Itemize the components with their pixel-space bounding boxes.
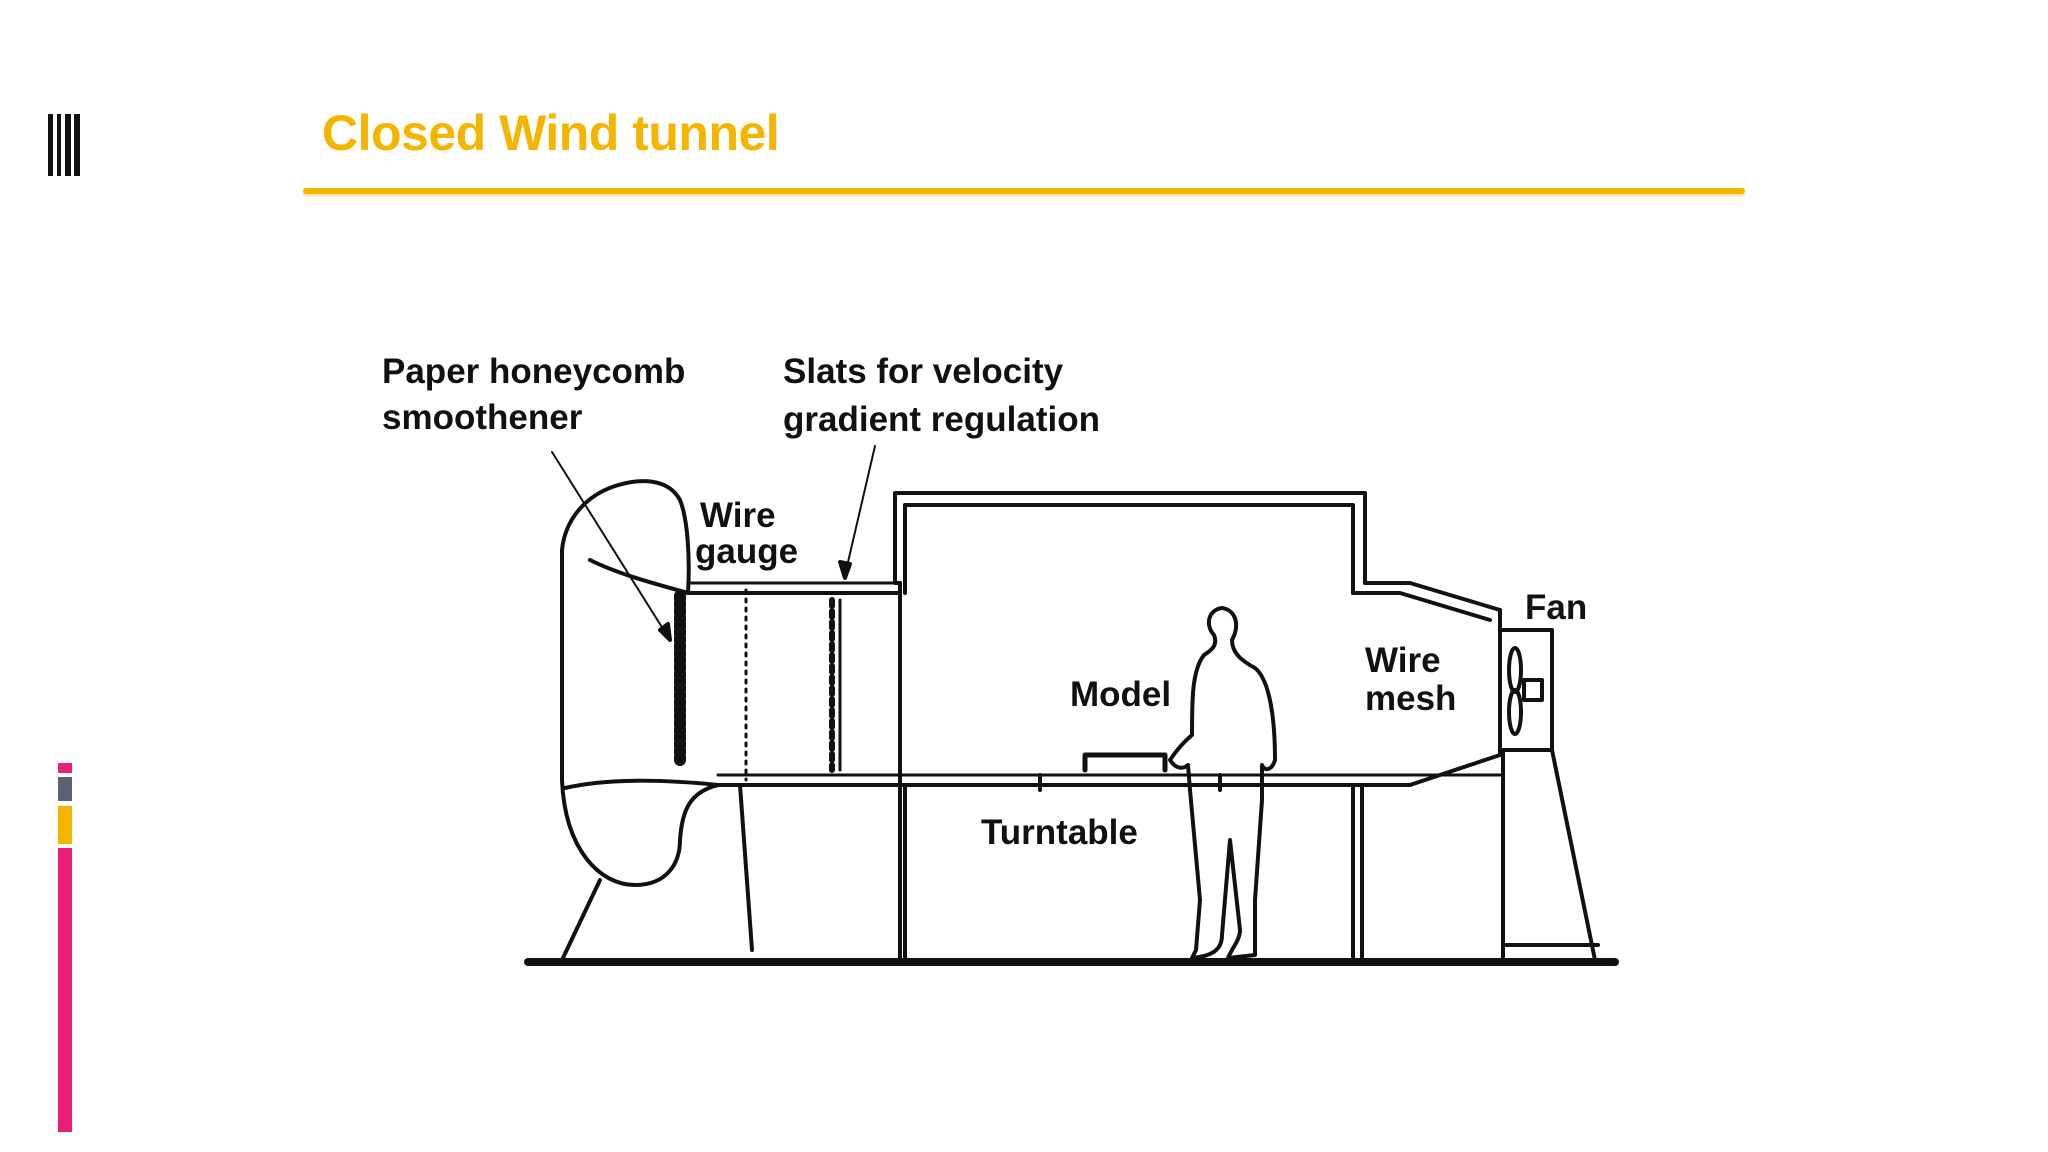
corner-bars-icon — [48, 114, 80, 176]
label-wire-gauge-1: Wire — [700, 496, 776, 535]
fan-housing — [1498, 628, 1554, 752]
label-wire-mesh-2: mesh — [1365, 679, 1457, 718]
label-honeycomb-2: smoothener — [382, 398, 583, 437]
test-section-inner — [903, 503, 1355, 595]
label-fan: Fan — [1525, 588, 1588, 627]
diffuser-bottom — [1408, 753, 1502, 787]
side-bar-pink — [58, 848, 72, 1132]
side-bar-pink-top — [58, 763, 72, 773]
label-slats-1: Slats for velocity — [783, 352, 1064, 391]
title: Closed Wind tunnel — [322, 105, 780, 161]
label-model: Model — [1070, 675, 1172, 714]
human-figure — [1168, 606, 1277, 960]
side-bar-slate — [58, 777, 72, 801]
inlet-lower-lip — [563, 778, 720, 790]
label-honeycomb-1: Paper honeycomb — [382, 352, 686, 391]
label-turntable: Turntable — [981, 813, 1138, 852]
test-section-outer — [893, 491, 1367, 585]
label-slats-2: gradient regulation — [783, 400, 1100, 439]
inlet-bellmouth — [560, 479, 720, 887]
label-wire-mesh-1: Wire — [1365, 641, 1441, 680]
side-bar-yellow — [58, 806, 72, 844]
title-underline — [303, 188, 1745, 194]
model-shape — [1082, 752, 1168, 773]
label-wire-gauge-2: gauge — [695, 532, 799, 571]
